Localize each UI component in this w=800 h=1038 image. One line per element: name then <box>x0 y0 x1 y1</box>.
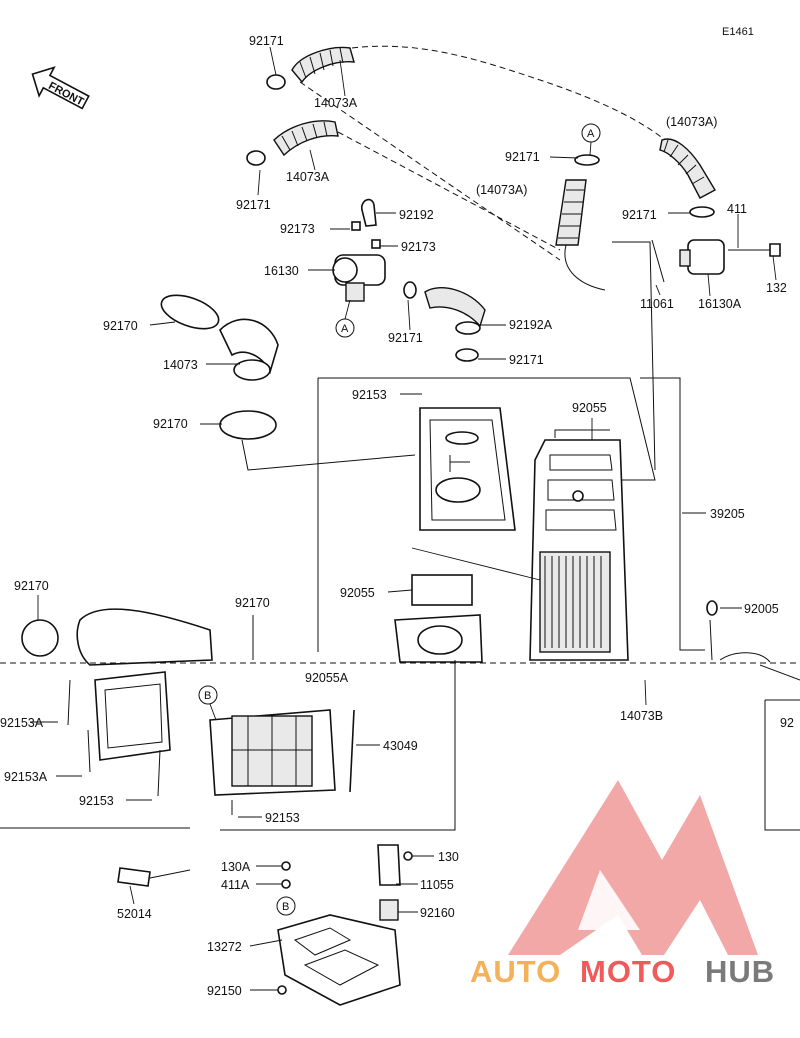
label-39205: 39205 <box>710 507 745 521</box>
plate-13272 <box>277 914 401 1006</box>
reed-block <box>0 660 456 831</box>
svg-text:B: B <box>282 901 289 913</box>
part-labels: 92171 14073A 92171 14073A 92171 (14073A)… <box>0 34 794 998</box>
lower-left-hose <box>21 608 254 666</box>
label-92055-a: 92055 <box>572 401 607 415</box>
label-130: 130 <box>438 850 459 864</box>
callout-b-left: B <box>198 685 218 721</box>
label-92160: 92160 <box>420 906 455 920</box>
elbow-14073 <box>160 294 416 471</box>
label-92150: 92150 <box>207 984 242 998</box>
label-92171-c: 92171 <box>505 150 540 164</box>
assembly-outline <box>317 241 705 652</box>
label-92171-b: 92171 <box>236 198 271 212</box>
label-14073b: 14073B <box>620 709 663 723</box>
label-11061: 11061 <box>640 297 674 311</box>
label-130a: 130A <box>221 860 251 874</box>
svg-text:B: B <box>204 690 211 702</box>
callout-b-bottom: B <box>276 896 296 916</box>
diagram-code: E1461 <box>722 26 754 38</box>
callout-a-valve: A <box>335 299 355 338</box>
label-92170-d: 92170 <box>235 596 270 610</box>
label-14073a-d: (14073A) <box>476 183 527 197</box>
hose-14073a-center <box>555 154 606 291</box>
label-92192a: 92192A <box>509 318 553 332</box>
label-92-partial: 92 <box>780 716 794 730</box>
valve-16130 <box>332 198 486 362</box>
lower-duct <box>394 574 483 663</box>
label-92005: 92005 <box>744 602 779 616</box>
watermark-text: AUTO MOTO HUB <box>470 954 775 989</box>
label-14073a-c: (14073A) <box>666 115 717 129</box>
watermark-moto: MOTO <box>580 954 676 989</box>
plug-52014 <box>117 867 191 887</box>
bracket-11055 <box>281 844 413 921</box>
watermark-auto: AUTO <box>470 954 561 989</box>
label-92055-b: 92055 <box>340 586 375 600</box>
svg-text:A: A <box>341 323 349 335</box>
lower-band <box>0 600 800 831</box>
watermark-logo <box>508 780 758 955</box>
label-92192: 92192 <box>399 208 434 222</box>
label-13272: 13272 <box>207 940 242 954</box>
label-16130: 16130 <box>264 264 299 278</box>
svg-text:A: A <box>587 128 595 140</box>
label-92171-d: 92171 <box>388 331 423 345</box>
leader-lines <box>30 46 777 991</box>
label-92171-f: 92171 <box>622 208 657 222</box>
label-92173-b: 92173 <box>401 240 436 254</box>
hose-14073a-middle <box>246 120 561 251</box>
label-411a: 411A <box>221 878 250 892</box>
label-92153a-b: 92153A <box>4 770 48 784</box>
hose-14073a-upper <box>266 45 666 261</box>
label-92173-a: 92173 <box>280 222 315 236</box>
label-92153-a: 92153 <box>352 388 387 402</box>
watermark-hub: HUB <box>705 954 775 989</box>
label-132: 132 <box>766 281 787 295</box>
label-92170-b: 92170 <box>153 417 188 431</box>
label-43049: 43049 <box>383 739 418 753</box>
label-14073: 14073 <box>163 358 198 372</box>
label-92171-a: 92171 <box>249 34 284 48</box>
label-92170-a: 92170 <box>103 319 138 333</box>
label-411: 411 <box>727 202 747 216</box>
label-92153-c: 92153 <box>265 811 300 825</box>
intercooler <box>529 429 629 661</box>
label-92153-b: 92153 <box>79 794 114 808</box>
label-92171-e: 92171 <box>509 353 544 367</box>
callout-a-top: A <box>581 123 601 156</box>
label-92170-c: 92170 <box>14 579 49 593</box>
plenum-plate <box>419 407 516 531</box>
label-11055: 11055 <box>420 878 454 892</box>
label-14073a-b: 14073A <box>286 170 330 184</box>
label-16130a: 16130A <box>698 297 742 311</box>
label-92055a: 92055A <box>305 671 349 685</box>
hose-14073a-right <box>659 138 716 218</box>
valve-16130a <box>651 239 781 283</box>
front-arrow: FRONT <box>31 66 90 110</box>
label-92153a-a: 92153A <box>0 716 44 730</box>
label-14073a-a: 14073A <box>314 96 358 110</box>
label-52014: 52014 <box>117 907 152 921</box>
